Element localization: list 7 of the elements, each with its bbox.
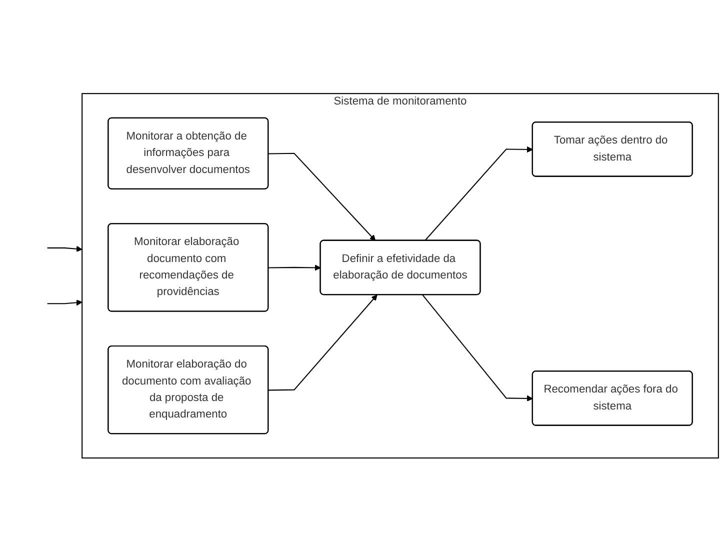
arrow (268, 153, 376, 242)
arrow (268, 294, 378, 391)
arrow (47, 300, 82, 306)
arrow (424, 146, 534, 242)
arrow (422, 294, 534, 402)
arrow (268, 264, 321, 271)
arrow (47, 246, 82, 252)
